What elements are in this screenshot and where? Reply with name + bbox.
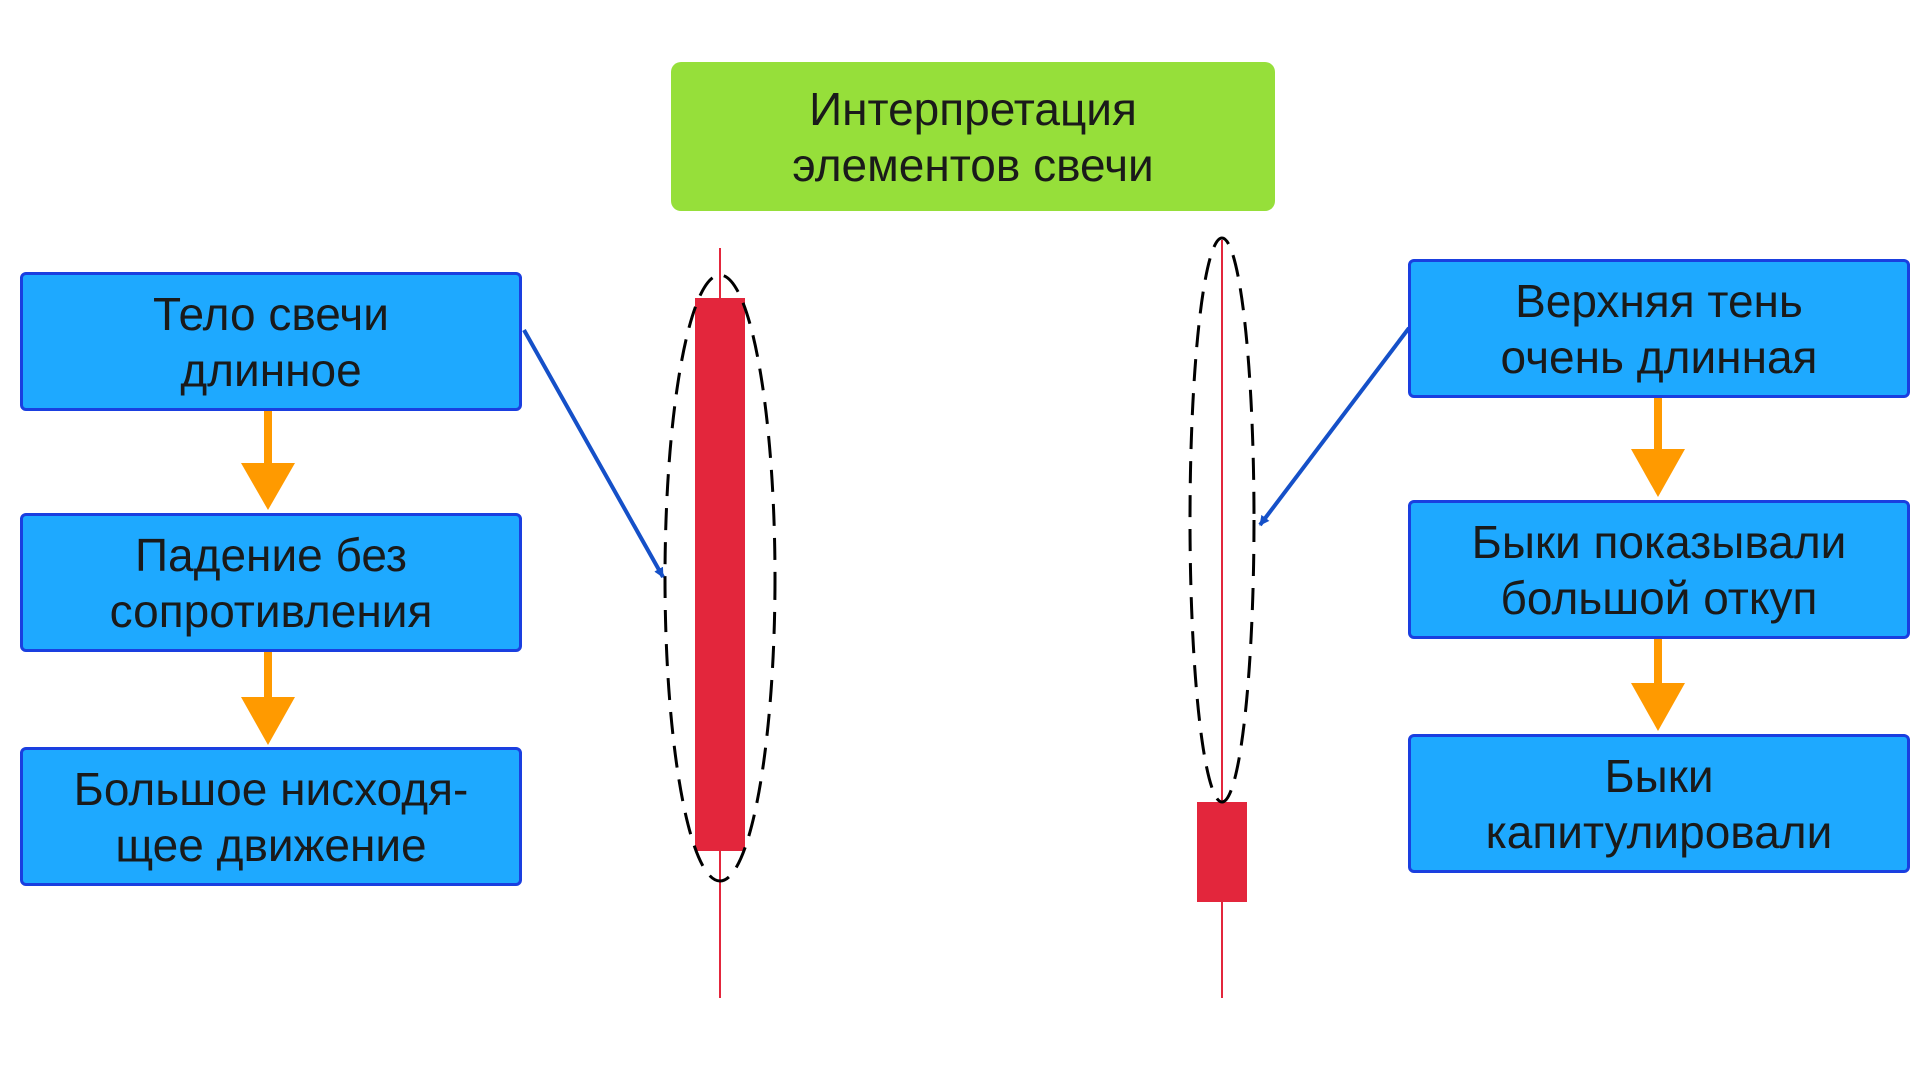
diagram-title: Интерпретация элементов свечи bbox=[671, 62, 1275, 211]
bulls-big-buyback-box: Быки показывали большой откуп bbox=[1408, 500, 1910, 639]
no-resistance-fall-box: Падение без сопротивления bbox=[20, 513, 522, 652]
upper-shadow-highlight-ellipse bbox=[1188, 236, 1256, 804]
long-upper-shadow-candle-body bbox=[1197, 802, 1247, 902]
shadow-pointer-arrow bbox=[1258, 326, 1411, 527]
long-body-candle bbox=[663, 248, 777, 998]
right-flow-arrow-1 bbox=[1631, 398, 1685, 497]
long-body-box: Тело свечи длинное bbox=[20, 272, 522, 411]
body-highlight-ellipse bbox=[663, 273, 777, 883]
long-upper-shadow-candle bbox=[1188, 236, 1256, 998]
body-pointer-arrow bbox=[522, 329, 665, 578]
big-downward-move-box: Большое нисходя- щее движение bbox=[20, 747, 522, 886]
left-flow-arrow-1 bbox=[241, 411, 295, 510]
long-upper-shadow-box: Верхняя тень очень длинная bbox=[1408, 259, 1910, 398]
left-flow-arrow-2 bbox=[241, 652, 295, 745]
right-flow-arrow-2 bbox=[1631, 638, 1685, 731]
long-body-candle-body bbox=[695, 298, 745, 851]
bulls-capitulated-box: Быки капитулировали bbox=[1408, 734, 1910, 873]
